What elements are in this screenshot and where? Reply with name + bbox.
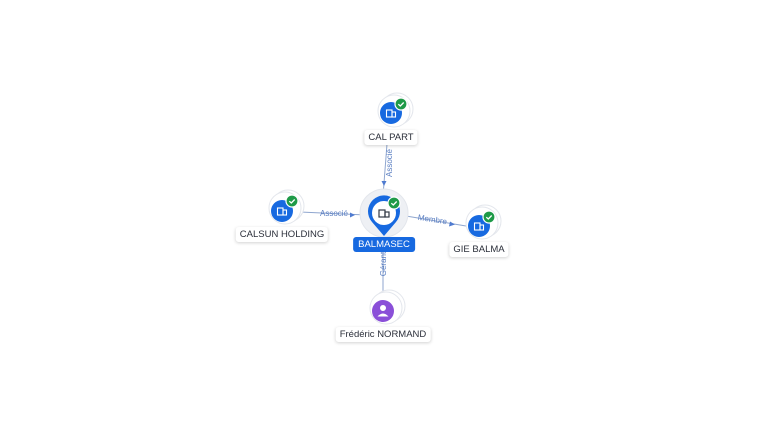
edge-label-calpart: Associé xyxy=(385,148,394,177)
center-label[interactable]: BALMASEC xyxy=(353,237,415,252)
check-icon xyxy=(387,196,401,210)
node-label-calsun[interactable]: CALSUN HOLDING xyxy=(235,227,329,242)
check-icon xyxy=(285,194,299,208)
person-icon xyxy=(377,305,389,317)
building-icon xyxy=(276,207,288,216)
node-giebalma[interactable] xyxy=(465,204,502,240)
edge-calpart: Associé xyxy=(381,143,394,197)
node-calsun[interactable] xyxy=(268,189,305,225)
node-label-giebalma[interactable]: GIE BALMA xyxy=(449,242,509,257)
edge-label-calsun: Associé xyxy=(320,209,349,218)
check-icon xyxy=(482,210,496,224)
building-icon xyxy=(473,222,485,231)
node-balmasec[interactable] xyxy=(359,188,409,238)
node-normand[interactable] xyxy=(369,289,406,325)
building-icon xyxy=(378,209,390,218)
building-icon xyxy=(385,109,397,118)
edge-normand: Gérant xyxy=(379,248,388,294)
edge-label-normand: Gérant xyxy=(379,251,388,276)
edge-giebalma: Membre xyxy=(399,213,467,227)
arrow-head-icon xyxy=(381,181,387,186)
node-label-calpart[interactable]: CAL PART xyxy=(364,130,418,145)
arrow-head-icon xyxy=(449,221,455,227)
check-icon xyxy=(394,97,408,111)
edge-label-giebalma: Membre xyxy=(417,213,448,227)
edge-calsun: Associé xyxy=(299,209,367,218)
node-calpart[interactable] xyxy=(377,92,414,128)
arrow-head-icon xyxy=(350,212,355,218)
node-label-normand[interactable]: Frédéric NORMAND xyxy=(335,327,431,342)
